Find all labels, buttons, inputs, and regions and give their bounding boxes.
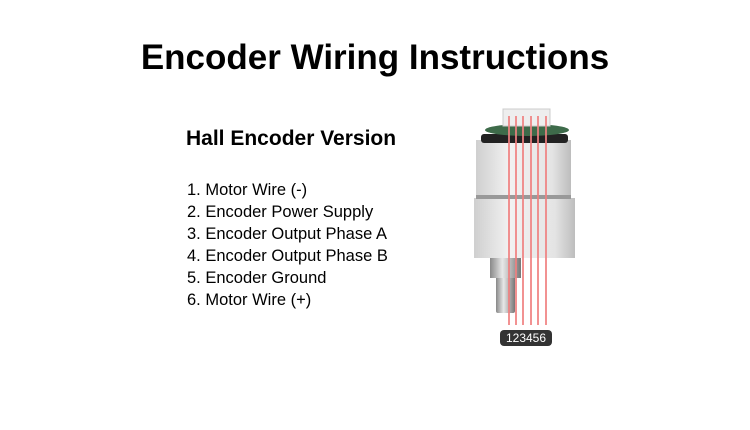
list-item: 1. Motor Wire (-) <box>187 181 308 199</box>
wire-lines <box>508 116 547 325</box>
page-title: Encoder Wiring Instructions <box>140 38 610 77</box>
shaft-collar <box>490 258 521 278</box>
subtitle: Hall Encoder Version <box>186 127 397 150</box>
list-item: 4. Encoder Output Phase B <box>187 247 388 265</box>
pin-number-label: 123456 <box>500 330 552 346</box>
list-item: 6. Motor Wire (+) <box>187 291 312 309</box>
encoder-pcb <box>485 124 569 136</box>
list-item: 5. Encoder Ground <box>187 269 327 287</box>
list-item: 2. Encoder Power Supply <box>187 203 374 221</box>
gearbox-housing <box>474 198 575 258</box>
connector <box>502 108 551 127</box>
shaft <box>496 275 515 313</box>
pin-list: 1. Motor Wire (-) 2. Encoder Power Suppl… <box>187 179 388 311</box>
list-item: 3. Encoder Output Phase A <box>187 225 387 243</box>
